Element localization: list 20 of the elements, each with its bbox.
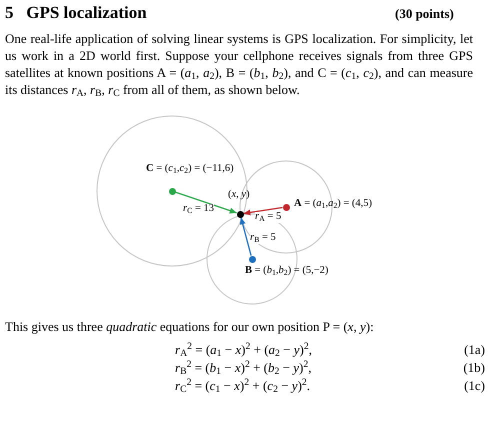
- point-label: (x, y): [228, 190, 250, 200]
- points-label: (30 points): [395, 5, 454, 23]
- equation: r$_{A}$$^{2}$ = (a$_{1}$ − x)$^{2}$ + (a$_{2}$ − y)$^{2}$,: [175, 340, 312, 360]
- point-label: C = (c$_{1}$,c$_{2}$) = (−11,6): [146, 164, 234, 174]
- equation: r$_{C}$$^{2}$ = (c$_{1}$ − x)$^{2}$ + (c$_{2}$ − y)$^{2}$.: [175, 376, 310, 396]
- arrow: [240, 217, 252, 256]
- arrow: [175, 192, 237, 214]
- equation: r$_{B}$$^{2}$ = (b$_{1}$ − x)$^{2}$ + (b$_{2}$ − y)$^{2}$,: [175, 358, 312, 378]
- equation-number: (1a): [463, 341, 485, 359]
- edge-label: r$_{A}$ = 5: [255, 212, 282, 222]
- arrow: [243, 206, 283, 216]
- point-label: A = (a$_{1}$,a$_{2}$) = (4,5): [294, 199, 372, 210]
- paragraph: This gives us three quadratic equations for our own position P = (x, y):: [5, 318, 375, 335]
- equation-number: (1c): [463, 377, 485, 395]
- equation-number: (1b): [462, 359, 485, 377]
- edge-label: r$_{B}$ = 5: [250, 233, 276, 244]
- point-label: B = (b$_{1}$,b$_{2}$) = (5,−2): [245, 266, 328, 276]
- paragraph: One real-life application of solving linear systems is GPS localization. For simplicity, let us work in a 2D world first. Suppose your cellphone receives signals from three GPS satellites at known positions A = (a$_{1}$, a$_{2}$), B = (b$_{1}$, b$_{2}$), and C = (c$_{1}$, c$_{2}$), and can measure its distances r$_{A}$, r$_{B}$, r$_{C}$ from all of them, as shown below.: [5, 30, 473, 98]
- section-heading: 5 GPS localization: [5, 2, 147, 24]
- edge-label: r$_{C}$ = 13: [183, 204, 214, 214]
